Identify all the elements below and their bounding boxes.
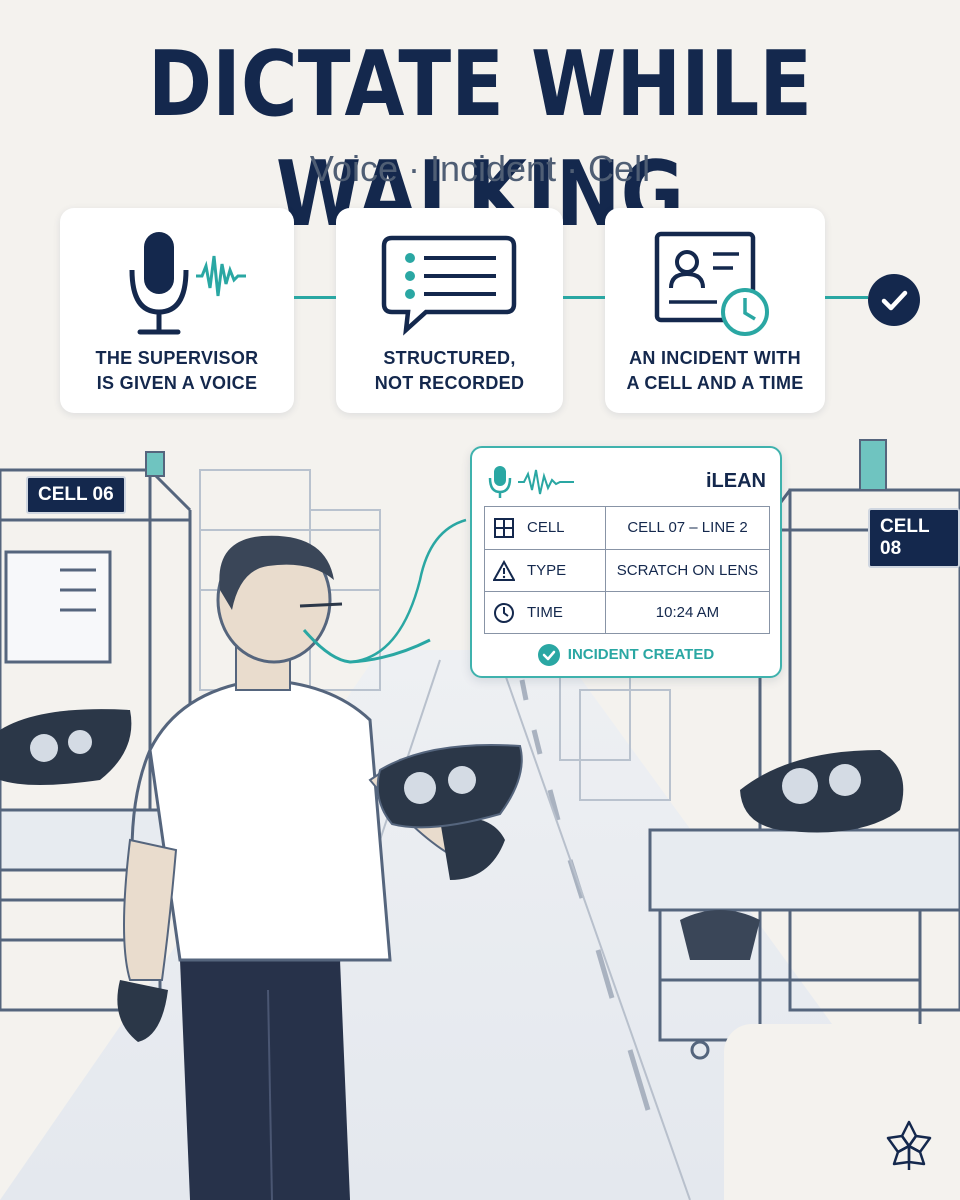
step-card-incident: AN INCIDENT WITH A CELL AND A TIME [605,208,825,413]
cell-sign-right: CELL 08 [868,508,960,568]
warning-icon [493,560,515,581]
microphone-icon [488,466,574,498]
step-card-structured: STRUCTURED, NOT RECORDED [336,208,563,413]
incident-card-icon [654,231,769,336]
step-label-line2: IS GIVEN A VOICE [96,373,258,393]
row-value: 10:24 AM [605,592,769,634]
incident-table: CELL CELL 07 – LINE 2 TYPE SCRATCH ON LE… [484,506,770,634]
checkmark-icon [881,290,908,311]
step-label-line1: AN INCIDENT WITH [629,348,801,368]
incident-panel: iLEAN CELL CELL 07 – LINE 2 TYPE SCRATCH… [470,446,782,678]
grid-icon [494,518,514,538]
table-row: TIME 10:24 AM [485,591,769,634]
row-key: TYPE [527,562,567,579]
page-title: DICTATE WHILE WALKING [147,32,813,247]
step-label-line1: THE SUPERVISOR [95,348,259,368]
row-value: SCRATCH ON LENS [605,550,769,592]
status-text: INCIDENT CREATED [567,645,715,663]
structured-list-icon [381,235,517,336]
step-label-line2: NOT RECORDED [374,373,525,393]
step-card-voice: THE SUPERVISOR IS GIVEN A VOICE [60,208,294,413]
check-circle-icon [537,644,560,666]
clock-icon [494,603,514,623]
row-key: CELL [527,519,565,536]
cell-sign-left: CELL 06 [26,476,126,514]
check-badge [868,274,920,326]
microphone-icon [129,232,246,335]
page-subtitle: Voice · Incident · Cell [309,148,651,189]
table-row: CELL CELL 07 – LINE 2 [485,507,769,549]
corner-panel [724,1024,960,1200]
step-label-line1: STRUCTURED, [383,348,516,368]
connector-line [825,296,868,299]
row-key: TIME [527,604,563,621]
row-value: CELL 07 – LINE 2 [605,507,769,549]
brand-name: iLEAN [706,470,766,492]
connector-line [563,296,605,299]
table-row: TYPE SCRATCH ON LENS [485,549,769,592]
connector-line [294,296,336,299]
status-badge: INCIDENT CREATED [472,644,780,666]
step-label-line2: A CELL AND A TIME [626,373,804,393]
flower-logo-icon [886,1120,932,1170]
